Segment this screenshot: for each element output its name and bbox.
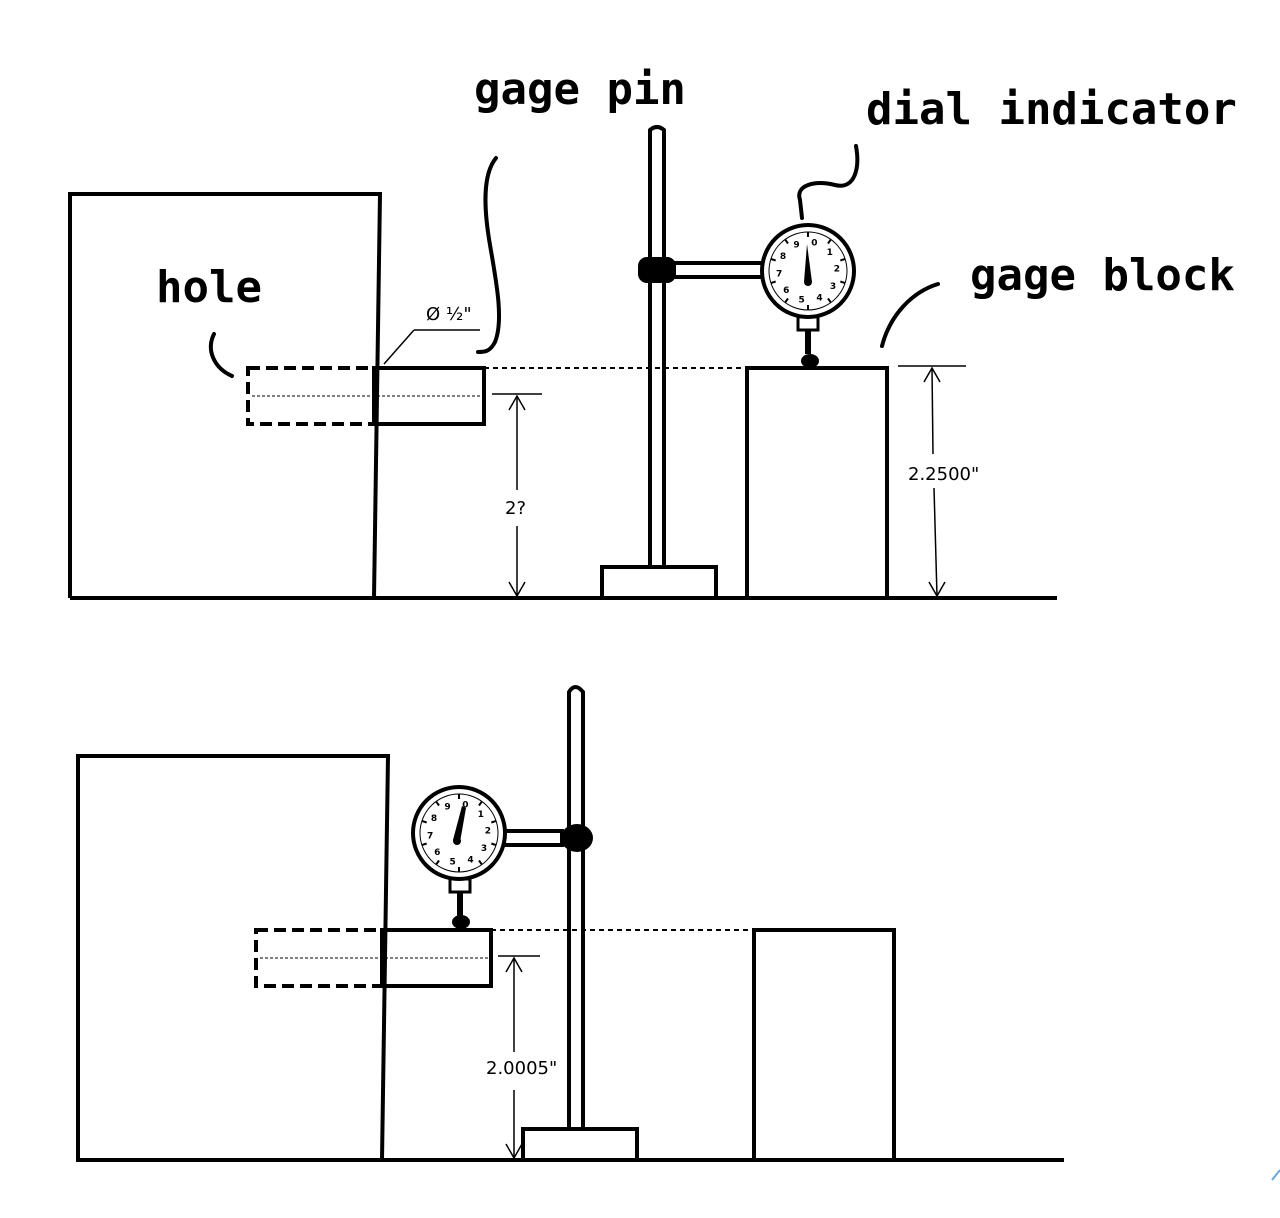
top-stand-clamp [638, 257, 676, 283]
top-dial-tick [770, 257, 776, 262]
bottom-hole [254, 928, 384, 988]
top-dial-number: 4 [816, 294, 822, 304]
bottom-dial-tick [478, 859, 483, 866]
top-dial-number: 9 [793, 240, 799, 250]
top-stand-arm [672, 261, 768, 279]
top-diameter-leader [383, 329, 415, 365]
top-dial-number: 2 [834, 264, 840, 274]
bottom-dial-tick [421, 842, 427, 847]
bottom-stand-clamp [561, 824, 593, 852]
bottom-measured-height-label: 2.0005" [486, 1058, 557, 1079]
bottom-dial-pivot [453, 837, 461, 845]
top-dial-indicator: 012 34 567 89 [760, 223, 856, 368]
bottom-stand-arm [500, 829, 564, 847]
top-dial-pivot [804, 278, 812, 286]
bottom-scene: 2.0005" 012 34 567 89 [76, 685, 1064, 1162]
bottom-dial-number: 0 [462, 801, 468, 811]
bottom-dial-indicator: 012 34 567 89 [411, 785, 507, 929]
top-gage-block-leader [880, 282, 940, 348]
bottom-dial-number: 5 [450, 857, 456, 867]
top-diameter-label: Ø ½" [426, 304, 472, 325]
top-dial-number: 8 [780, 252, 786, 262]
top-dim-arrow-up [508, 394, 526, 411]
top-dial-tick [784, 297, 789, 304]
top-scene: Ø ½" gage pin hole 2? 012 34 567 89 [68, 64, 1237, 600]
top-block-dim-arrow-down [928, 581, 946, 598]
top-gage-pin-brace [476, 156, 501, 354]
top-dial-number: 7 [776, 270, 782, 280]
top-dial-tick [770, 280, 776, 285]
bottom-dial-tick [435, 800, 440, 807]
top-dial-tick [784, 238, 789, 245]
bottom-dial-tick [435, 859, 440, 866]
bottom-stand-post [567, 685, 585, 1129]
bottom-dial-tick [421, 819, 427, 824]
top-dial-number: 1 [827, 248, 833, 258]
top-dial-number: 6 [783, 286, 789, 296]
top-dial-needle [804, 244, 812, 282]
top-block-dim-arrow-up [923, 366, 941, 383]
bottom-dial-tick [478, 800, 483, 807]
top-dial-tick [840, 257, 846, 262]
bottom-dial-marks: 012 34 567 89 [421, 794, 497, 872]
bottom-dim-arrow-down [505, 1143, 523, 1160]
label-hole: hole [156, 262, 262, 313]
bottom-dim-arrow-up [505, 956, 523, 973]
bottom-gage-pin [380, 928, 493, 988]
top-dial-marks: 012 34 567 89 [770, 232, 846, 310]
top-dial-tick [827, 297, 832, 304]
bottom-dial-number: 1 [478, 810, 484, 820]
bottom-dial-tick [491, 819, 497, 824]
top-dial-number: 0 [811, 239, 817, 249]
bottom-dial-number: 8 [431, 814, 437, 824]
bottom-dial-number: 3 [481, 844, 487, 854]
bottom-dial-needle [453, 806, 466, 842]
top-hole-leader [208, 332, 234, 378]
bottom-dial-contact-tip [452, 915, 470, 929]
top-dial-number: 3 [830, 282, 836, 292]
bottom-dial-number: 4 [467, 856, 473, 866]
bottom-gage-block [752, 928, 896, 1162]
corner-mark [1271, 1169, 1280, 1181]
top-block-dim-line-lower [933, 487, 938, 597]
label-dial-indicator: dial indicator [866, 84, 1237, 135]
bottom-dial-tick [491, 842, 497, 847]
top-dial-number: 5 [799, 295, 805, 305]
label-gage-pin: gage pin [474, 64, 686, 115]
top-dial-tick [827, 238, 832, 245]
top-dial-tick [840, 280, 846, 285]
top-stand-post [648, 125, 666, 567]
top-gage-block [745, 366, 889, 600]
label-gage-block: gage block [970, 250, 1235, 301]
top-block-height-label: 2.2500" [908, 464, 979, 485]
bottom-dial-number: 2 [485, 826, 491, 836]
top-gage-pin [372, 366, 486, 426]
top-dial-leader [797, 144, 860, 220]
top-dim-arrow-down [508, 581, 526, 598]
top-block-dim-line-upper [931, 367, 934, 455]
top-unknown-height-label: 2? [505, 498, 526, 519]
bottom-dial-number: 9 [444, 802, 450, 812]
bottom-dial-number: 6 [434, 848, 440, 858]
bottom-dial-number: 7 [427, 832, 433, 842]
top-stand-base [600, 565, 718, 600]
bottom-stand-base [521, 1127, 639, 1162]
top-dial-contact-tip [801, 354, 819, 368]
